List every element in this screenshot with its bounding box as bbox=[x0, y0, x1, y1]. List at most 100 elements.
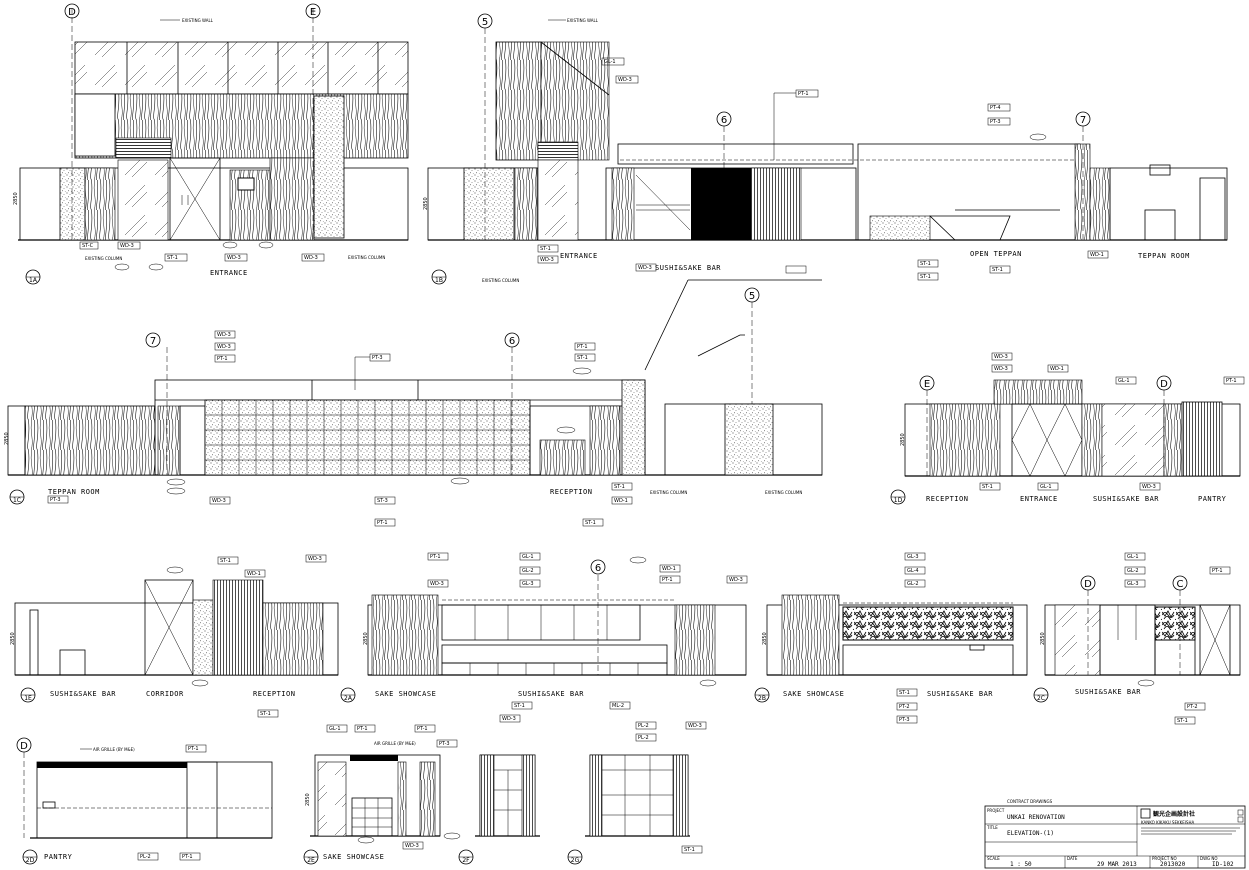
elevation-2F: 2F bbox=[458, 754, 540, 865]
grid-label: E bbox=[310, 7, 316, 18]
callout-tag: PL-2 bbox=[140, 854, 151, 860]
callout-tag: EXISTING COLUMN bbox=[765, 490, 802, 495]
project-label: PROJECT bbox=[987, 808, 1005, 813]
grid-label: 5 bbox=[749, 291, 755, 302]
firm-logo-text: 観光企画設計社 bbox=[1153, 810, 1195, 818]
title-label: TITLE bbox=[986, 825, 998, 830]
callout-tag: GL-3 bbox=[907, 554, 919, 560]
view-ref: 2F bbox=[462, 857, 470, 864]
stage-label: CONTRACT DRAWINGS bbox=[1007, 799, 1053, 804]
callout-tag: ST-1 bbox=[220, 558, 231, 564]
drawing-title: ELEVATION-(1) bbox=[1007, 830, 1054, 837]
tile-grid bbox=[205, 400, 530, 475]
callout-tag: PT-3 bbox=[990, 119, 1001, 125]
dimension-text: 2850 bbox=[305, 793, 311, 806]
callout-tag: ST-1 bbox=[577, 355, 588, 361]
callout-tag: ST-1 bbox=[684, 847, 695, 853]
dwg-no-value: ID-102 bbox=[1212, 861, 1234, 868]
callout-tag: PT-2 bbox=[1187, 704, 1198, 710]
callout-tag: ST-3 bbox=[377, 498, 388, 504]
scale-value: 1 : 50 bbox=[1010, 861, 1032, 868]
view-ref: 1B bbox=[435, 277, 443, 284]
callout-tag: ST-1 bbox=[899, 690, 910, 696]
grid-label: E bbox=[924, 379, 930, 390]
callout-tag: WD-1 bbox=[614, 498, 628, 504]
dimension-text: 2850 bbox=[423, 197, 429, 210]
room-label: SUSHI&SAKE BAR bbox=[927, 690, 993, 698]
room-label: ENTRANCE bbox=[1020, 495, 1058, 503]
callout-tag: ST-1 bbox=[920, 261, 931, 267]
room-label: SUSHI&SAKE BAR bbox=[1093, 495, 1159, 503]
callout-tag: PT-1 bbox=[182, 854, 193, 860]
callout-tag: WD-3 bbox=[618, 77, 632, 83]
view-ref: 2B bbox=[758, 695, 766, 702]
callout-tag: WD-3 bbox=[729, 577, 743, 583]
title-block: CONTRACT DRAWINGS PROJECT UNKAI RENOVATI… bbox=[984, 799, 1246, 869]
callout-tag: PL-2 bbox=[638, 735, 649, 741]
view-ref: 2D bbox=[26, 857, 35, 864]
grid-label: 6 bbox=[595, 563, 601, 574]
callout-tag: PT-1 bbox=[357, 726, 368, 732]
room-label: SUSHI&SAKE BAR bbox=[655, 264, 721, 272]
callout-tag: GL-2 bbox=[907, 581, 919, 587]
callout-tag: GL-1 bbox=[1127, 554, 1139, 560]
grid-label: 6 bbox=[721, 115, 727, 126]
elevation-2E: 2850 GL-1 PT-1 AIR GRILLE (BY M&E) PT-1 … bbox=[303, 724, 461, 865]
grid-label: 7 bbox=[150, 336, 156, 347]
callout-tag: WD-3 bbox=[1142, 484, 1156, 490]
view-ref: 2C bbox=[1037, 695, 1045, 702]
room-label: RECEPTION bbox=[550, 488, 592, 496]
grid-label: D bbox=[1084, 579, 1092, 590]
callout-tag: WD-1 bbox=[247, 571, 261, 577]
room-label: SUSHI&SAKE BAR bbox=[518, 690, 584, 698]
grid-bubble-E bbox=[305, 3, 321, 19]
callout-tag: WD-3 bbox=[994, 366, 1008, 372]
callout-tag: WD-3 bbox=[405, 843, 419, 849]
firm-name: KANKO KIKAKU SEKKEISHA bbox=[1141, 820, 1194, 825]
date-value: 29 MAR 2013 bbox=[1097, 861, 1137, 868]
callout-tag: WD-1 bbox=[662, 566, 676, 572]
callout-tag: WD-3 bbox=[688, 723, 702, 729]
callout-tag: WD-3 bbox=[304, 255, 318, 261]
job-no-label: PROJECT NO bbox=[1152, 856, 1177, 861]
room-label: SAKE SHOWCASE bbox=[783, 690, 844, 698]
callout-tag: EXISTING WALL bbox=[567, 18, 599, 23]
room-label: CORRIDOR bbox=[146, 690, 184, 698]
room-label: PANTRY bbox=[44, 853, 73, 861]
dwg-no-label: DWG NO bbox=[1200, 856, 1218, 861]
callout-tag: EXISTING WALL bbox=[182, 18, 214, 23]
callout-tag: PT-1 bbox=[188, 746, 199, 752]
room-label: SUSHI&SAKE BAR bbox=[50, 690, 116, 698]
grid-label: D bbox=[20, 741, 28, 752]
callout-tag: WD-3 bbox=[227, 255, 241, 261]
callout-tag: WD-3 bbox=[540, 257, 554, 263]
callout-tag: GL-3 bbox=[522, 581, 534, 587]
elevation-1A: D E 2850 EXISTING WALL ST-C WD-3 EXISTIN… bbox=[13, 3, 409, 285]
view-ref: 2E bbox=[307, 857, 315, 864]
elevation-2D: D AIR GRILLE (BY M&E) PT-1 PL-2 PT-1 PAN… bbox=[16, 737, 273, 865]
callout-tag: PT-3 bbox=[372, 355, 383, 361]
grid-label: D bbox=[1160, 379, 1168, 390]
callout-tag: GL-1 bbox=[1118, 378, 1130, 384]
callout-tag: PT-1 bbox=[217, 356, 228, 362]
date-label: DATE bbox=[1067, 856, 1078, 861]
callout-tag: WD-3 bbox=[217, 332, 231, 338]
callout-tag: GL-2 bbox=[1127, 568, 1139, 574]
view-ref: 1D bbox=[894, 497, 903, 504]
callout-tag: ST-1 bbox=[992, 267, 1003, 273]
callout-tag: PT-1 bbox=[417, 726, 428, 732]
callout-tag: PT-4 bbox=[990, 105, 1001, 111]
callout-tag: GL-1 bbox=[329, 726, 341, 732]
room-label: SAKE SHOWCASE bbox=[375, 690, 436, 698]
elevation-2C: D C 2850 GL-1 GL-2 GL-3 PT-1 PT-2 ST-1 S… bbox=[1033, 552, 1241, 725]
view-ref: 1E bbox=[24, 695, 32, 702]
elevation-1B: 5 6 7 2850 EXISTING WALL GL-1 WD-3 PT-1 … bbox=[423, 13, 1228, 285]
elevation-1E: 2850 ST-1 WD-1 WD-3 ST-1 SUSHI&SAKE BAR … bbox=[10, 554, 339, 718]
callout-tag: WD-3 bbox=[120, 243, 134, 249]
callout-tag: GL-1 bbox=[604, 59, 616, 65]
room-label: TEPPAN ROOM bbox=[48, 488, 100, 496]
room-label: TEPPAN ROOM bbox=[1138, 252, 1190, 260]
firm-logo-icon bbox=[1140, 808, 1151, 819]
callout-tag: GL-1 bbox=[522, 554, 534, 560]
